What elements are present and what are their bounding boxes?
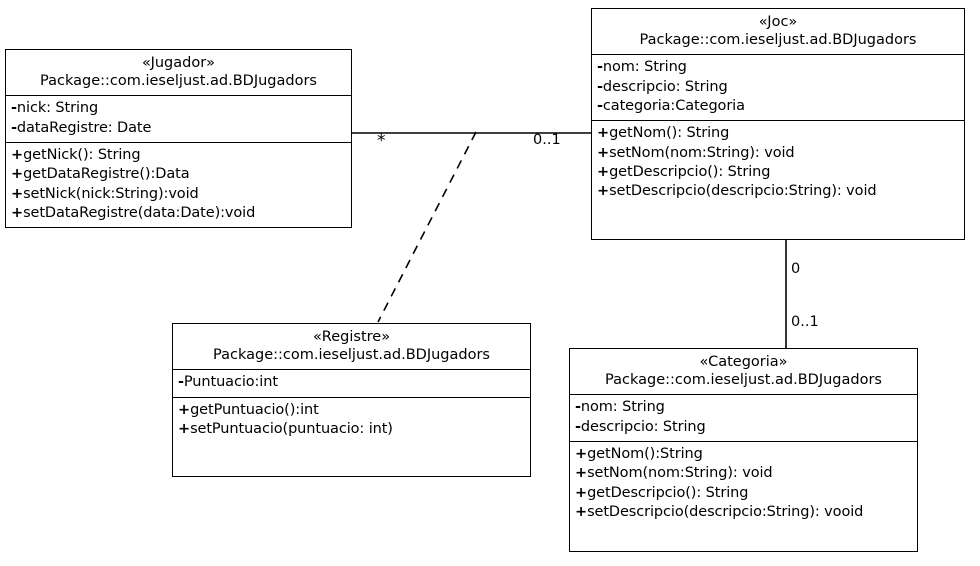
method-text: getNom(): String	[609, 125, 730, 142]
attribute-row: -nom: String	[597, 58, 959, 77]
class-stereotype-categoria: «Categoria»	[699, 354, 788, 370]
class-package-jugador: Package::com.ieseljust.ad.BDJugadors	[40, 72, 317, 89]
method-text: setNom(nom:String): void	[609, 144, 795, 161]
method-text: getDataRegistre():Data	[23, 166, 190, 183]
class-attributes-jugador: -nick: String -dataRegistre: Date	[6, 95, 351, 142]
method-row: +getNick(): String	[11, 146, 346, 165]
method-row: +getDataRegistre():Data	[11, 165, 346, 184]
visibility-marker: +	[597, 125, 610, 142]
attribute-row: -Puntuacio:int	[178, 373, 525, 392]
multiplicity-joc-categoria-target: 0..1	[791, 314, 819, 330]
visibility-marker: +	[11, 166, 24, 183]
method-text: getDescripcio(): String	[609, 163, 771, 180]
attribute-text: descripcio: String	[602, 78, 728, 95]
attribute-text: nick: String	[16, 100, 99, 117]
method-row: +setNom(nom:String): void	[575, 464, 912, 483]
method-text: getNom():String	[587, 445, 703, 462]
attribute-row: -descripcio: String	[575, 418, 912, 437]
visibility-marker: +	[575, 484, 588, 501]
class-header-categoria: «Categoria» Package::com.ieseljust.ad.BD…	[570, 349, 917, 394]
visibility-marker: +	[597, 144, 610, 161]
method-text: setNick(nick:String):void	[23, 185, 199, 202]
method-row: +setNick(nick:String):void	[11, 185, 346, 204]
visibility-marker: +	[11, 204, 24, 221]
class-box-joc[interactable]: «Joc» Package::com.ieseljust.ad.BDJugado…	[591, 8, 965, 240]
method-text: setDataRegistre(data:Date):void	[23, 204, 256, 221]
visibility-marker: -	[575, 399, 581, 416]
method-text: getDescripcio(): String	[587, 484, 749, 501]
class-header-joc: «Joc» Package::com.ieseljust.ad.BDJugado…	[592, 9, 964, 54]
class-box-jugador[interactable]: «Jugador» Package::com.ieseljust.ad.BDJu…	[5, 49, 352, 228]
visibility-marker: -	[597, 97, 603, 114]
visibility-marker: -	[575, 418, 581, 435]
multiplicity-jugador-joc-target: 0..1	[533, 132, 561, 148]
method-text: getNick(): String	[23, 146, 141, 163]
method-row: +getNom(): String	[597, 124, 959, 143]
method-row: +setNom(nom:String): void	[597, 144, 959, 163]
class-package-joc: Package::com.ieseljust.ad.BDJugadors	[639, 31, 917, 48]
visibility-marker: -	[597, 59, 603, 76]
multiplicity-joc-categoria-source: 0	[791, 261, 801, 277]
method-text: getPuntuacio():int	[190, 401, 319, 418]
attribute-text: dataRegistre: Date	[16, 119, 152, 136]
class-attributes-registre: -Puntuacio:int	[173, 369, 530, 396]
class-methods-jugador: +getNick(): String +getDataRegistre():Da…	[6, 141, 351, 227]
attribute-text: nom: String	[602, 59, 687, 76]
visibility-marker: +	[178, 420, 191, 437]
class-package-categoria: Package::com.ieseljust.ad.BDJugadors	[605, 371, 882, 388]
method-row: +setPuntuacio(puntuacio: int)	[178, 420, 525, 439]
visibility-marker: -	[11, 119, 17, 136]
class-methods-categoria: +getNom():String +setNom(nom:String): vo…	[570, 440, 917, 551]
attribute-text: nom: String	[580, 399, 665, 416]
class-methods-joc: +getNom(): String +setNom(nom:String): v…	[592, 120, 964, 239]
class-box-categoria[interactable]: «Categoria» Package::com.ieseljust.ad.BD…	[569, 348, 918, 552]
class-attributes-joc: -nom: String -descripcio: String -catego…	[592, 54, 964, 120]
class-header-jugador: «Jugador» Package::com.ieseljust.ad.BDJu…	[6, 50, 351, 95]
visibility-marker: -	[11, 100, 17, 117]
class-stereotype-registre: «Registre»	[312, 329, 391, 345]
visibility-marker: +	[575, 445, 588, 462]
visibility-marker: +	[11, 146, 24, 163]
method-row: +getDescripcio(): String	[575, 484, 912, 503]
method-row: +setDescripcio(descripcio:String): vooid	[575, 503, 912, 522]
method-row: +getPuntuacio():int	[178, 401, 525, 420]
class-stereotype-joc: «Joc»	[758, 14, 798, 30]
visibility-marker: +	[597, 183, 610, 200]
class-package-registre: Package::com.ieseljust.ad.BDJugadors	[213, 346, 490, 363]
attribute-text: Puntuacio:int	[183, 374, 278, 391]
method-text: setDescripcio(descripcio:String): vooid	[587, 503, 864, 520]
multiplicity-jugador-joc-source: *	[377, 131, 386, 151]
attribute-text: descripcio: String	[580, 418, 706, 435]
class-header-registre: «Registre» Package::com.ieseljust.ad.BDJ…	[173, 324, 530, 369]
visibility-marker: +	[597, 163, 610, 180]
attribute-text: categoria:Categoria	[602, 97, 745, 114]
method-text: setDescripcio(descripcio:String): void	[609, 183, 877, 200]
attribute-row: -categoria:Categoria	[597, 97, 959, 116]
visibility-marker: +	[178, 401, 191, 418]
method-row: +getNom():String	[575, 445, 912, 464]
class-stereotype-jugador: «Jugador»	[141, 55, 216, 71]
class-attributes-categoria: -nom: String -descripcio: String	[570, 394, 917, 441]
visibility-marker: -	[178, 374, 184, 391]
edge-association-class-registre[interactable]	[377, 131, 477, 323]
method-text: setPuntuacio(puntuacio: int)	[190, 420, 393, 437]
attribute-row: -nom: String	[575, 398, 912, 417]
visibility-marker: +	[11, 185, 24, 202]
visibility-marker: -	[597, 78, 603, 95]
attribute-row: -nick: String	[11, 99, 346, 118]
visibility-marker: +	[575, 503, 588, 520]
method-row: +getDescripcio(): String	[597, 163, 959, 182]
visibility-marker: +	[575, 465, 588, 482]
class-methods-registre: +getPuntuacio():int +setPuntuacio(puntua…	[173, 396, 530, 476]
method-row: +setDescripcio(descripcio:String): void	[597, 182, 959, 201]
method-text: setNom(nom:String): void	[587, 465, 773, 482]
attribute-row: -dataRegistre: Date	[11, 119, 346, 138]
method-row: +setDataRegistre(data:Date):void	[11, 204, 346, 223]
attribute-row: -descripcio: String	[597, 78, 959, 97]
class-box-registre[interactable]: «Registre» Package::com.ieseljust.ad.BDJ…	[172, 323, 531, 477]
